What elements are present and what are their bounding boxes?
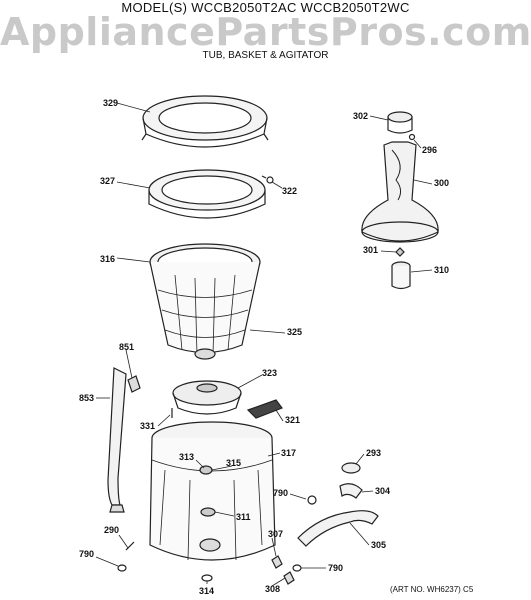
callout-325: 325 bbox=[287, 327, 302, 337]
bracket-321-part bbox=[246, 399, 283, 419]
callout-296: 296 bbox=[422, 145, 437, 155]
clip-296-part bbox=[408, 133, 416, 141]
pin-290-part bbox=[125, 541, 135, 551]
clip-851-part bbox=[127, 375, 141, 393]
callout-327: 327 bbox=[100, 176, 115, 186]
leader-lines bbox=[95, 102, 433, 587]
callout-331: 331 bbox=[140, 421, 155, 431]
basket-part bbox=[149, 243, 261, 356]
hose-clamp-293-part bbox=[341, 462, 361, 474]
callout-313: 313 bbox=[179, 452, 194, 462]
nut-301-part bbox=[395, 247, 405, 257]
hub-325-part bbox=[194, 348, 216, 360]
callout-317: 317 bbox=[281, 448, 296, 458]
callout-329: 329 bbox=[103, 98, 118, 108]
drain-hose-part bbox=[297, 483, 379, 547]
callout-304: 304 bbox=[375, 486, 390, 496]
callout-302: 302 bbox=[353, 111, 368, 121]
outer-tub-part bbox=[149, 421, 276, 561]
callout-790-upper: 790 bbox=[273, 488, 288, 498]
callout-301: 301 bbox=[363, 245, 378, 255]
callout-316: 316 bbox=[100, 254, 115, 264]
art-number: (ART NO. WH6237) C5 bbox=[390, 585, 474, 594]
callout-308: 308 bbox=[265, 584, 280, 594]
balance-ring-part bbox=[148, 169, 266, 219]
agitator-part bbox=[361, 141, 439, 243]
callout-310: 310 bbox=[434, 265, 449, 275]
callout-851: 851 bbox=[119, 342, 134, 352]
bracket-307-part bbox=[271, 555, 295, 585]
callout-315: 315 bbox=[226, 458, 241, 468]
callout-853: 853 bbox=[79, 393, 94, 403]
watermark-text: AppliancePartsPros.com bbox=[0, 10, 531, 54]
callout-314: 314 bbox=[199, 586, 214, 596]
callout-311: 311 bbox=[236, 512, 251, 522]
callout-322: 322 bbox=[282, 186, 297, 196]
washer-314-part bbox=[201, 574, 213, 582]
overflow-tube-part bbox=[107, 367, 127, 513]
tub-hardware-part bbox=[199, 465, 216, 517]
callout-305: 305 bbox=[371, 540, 386, 550]
agitator-cap-part bbox=[387, 111, 413, 134]
model-header: MODEL(S) WCCB2050T2AC WCCB2050T2WC bbox=[121, 0, 410, 15]
callout-790-left: 790 bbox=[79, 549, 94, 559]
callout-300: 300 bbox=[434, 178, 449, 188]
cup-310-part bbox=[391, 261, 411, 290]
mounting-plate-part bbox=[172, 380, 242, 415]
callout-labels: 329 327 322 316 325 302 296 300 301 310 … bbox=[79, 98, 449, 596]
callout-321: 321 bbox=[285, 415, 300, 425]
section-title: TUB, BASKET & AGITATOR bbox=[202, 50, 329, 61]
callout-790-right: 790 bbox=[328, 563, 343, 573]
screw-322-part bbox=[261, 175, 274, 184]
tub-cover-part bbox=[141, 95, 269, 148]
callout-307: 307 bbox=[268, 529, 283, 539]
callout-323: 323 bbox=[262, 368, 277, 378]
callout-290: 290 bbox=[104, 525, 119, 535]
callout-293: 293 bbox=[366, 448, 381, 458]
